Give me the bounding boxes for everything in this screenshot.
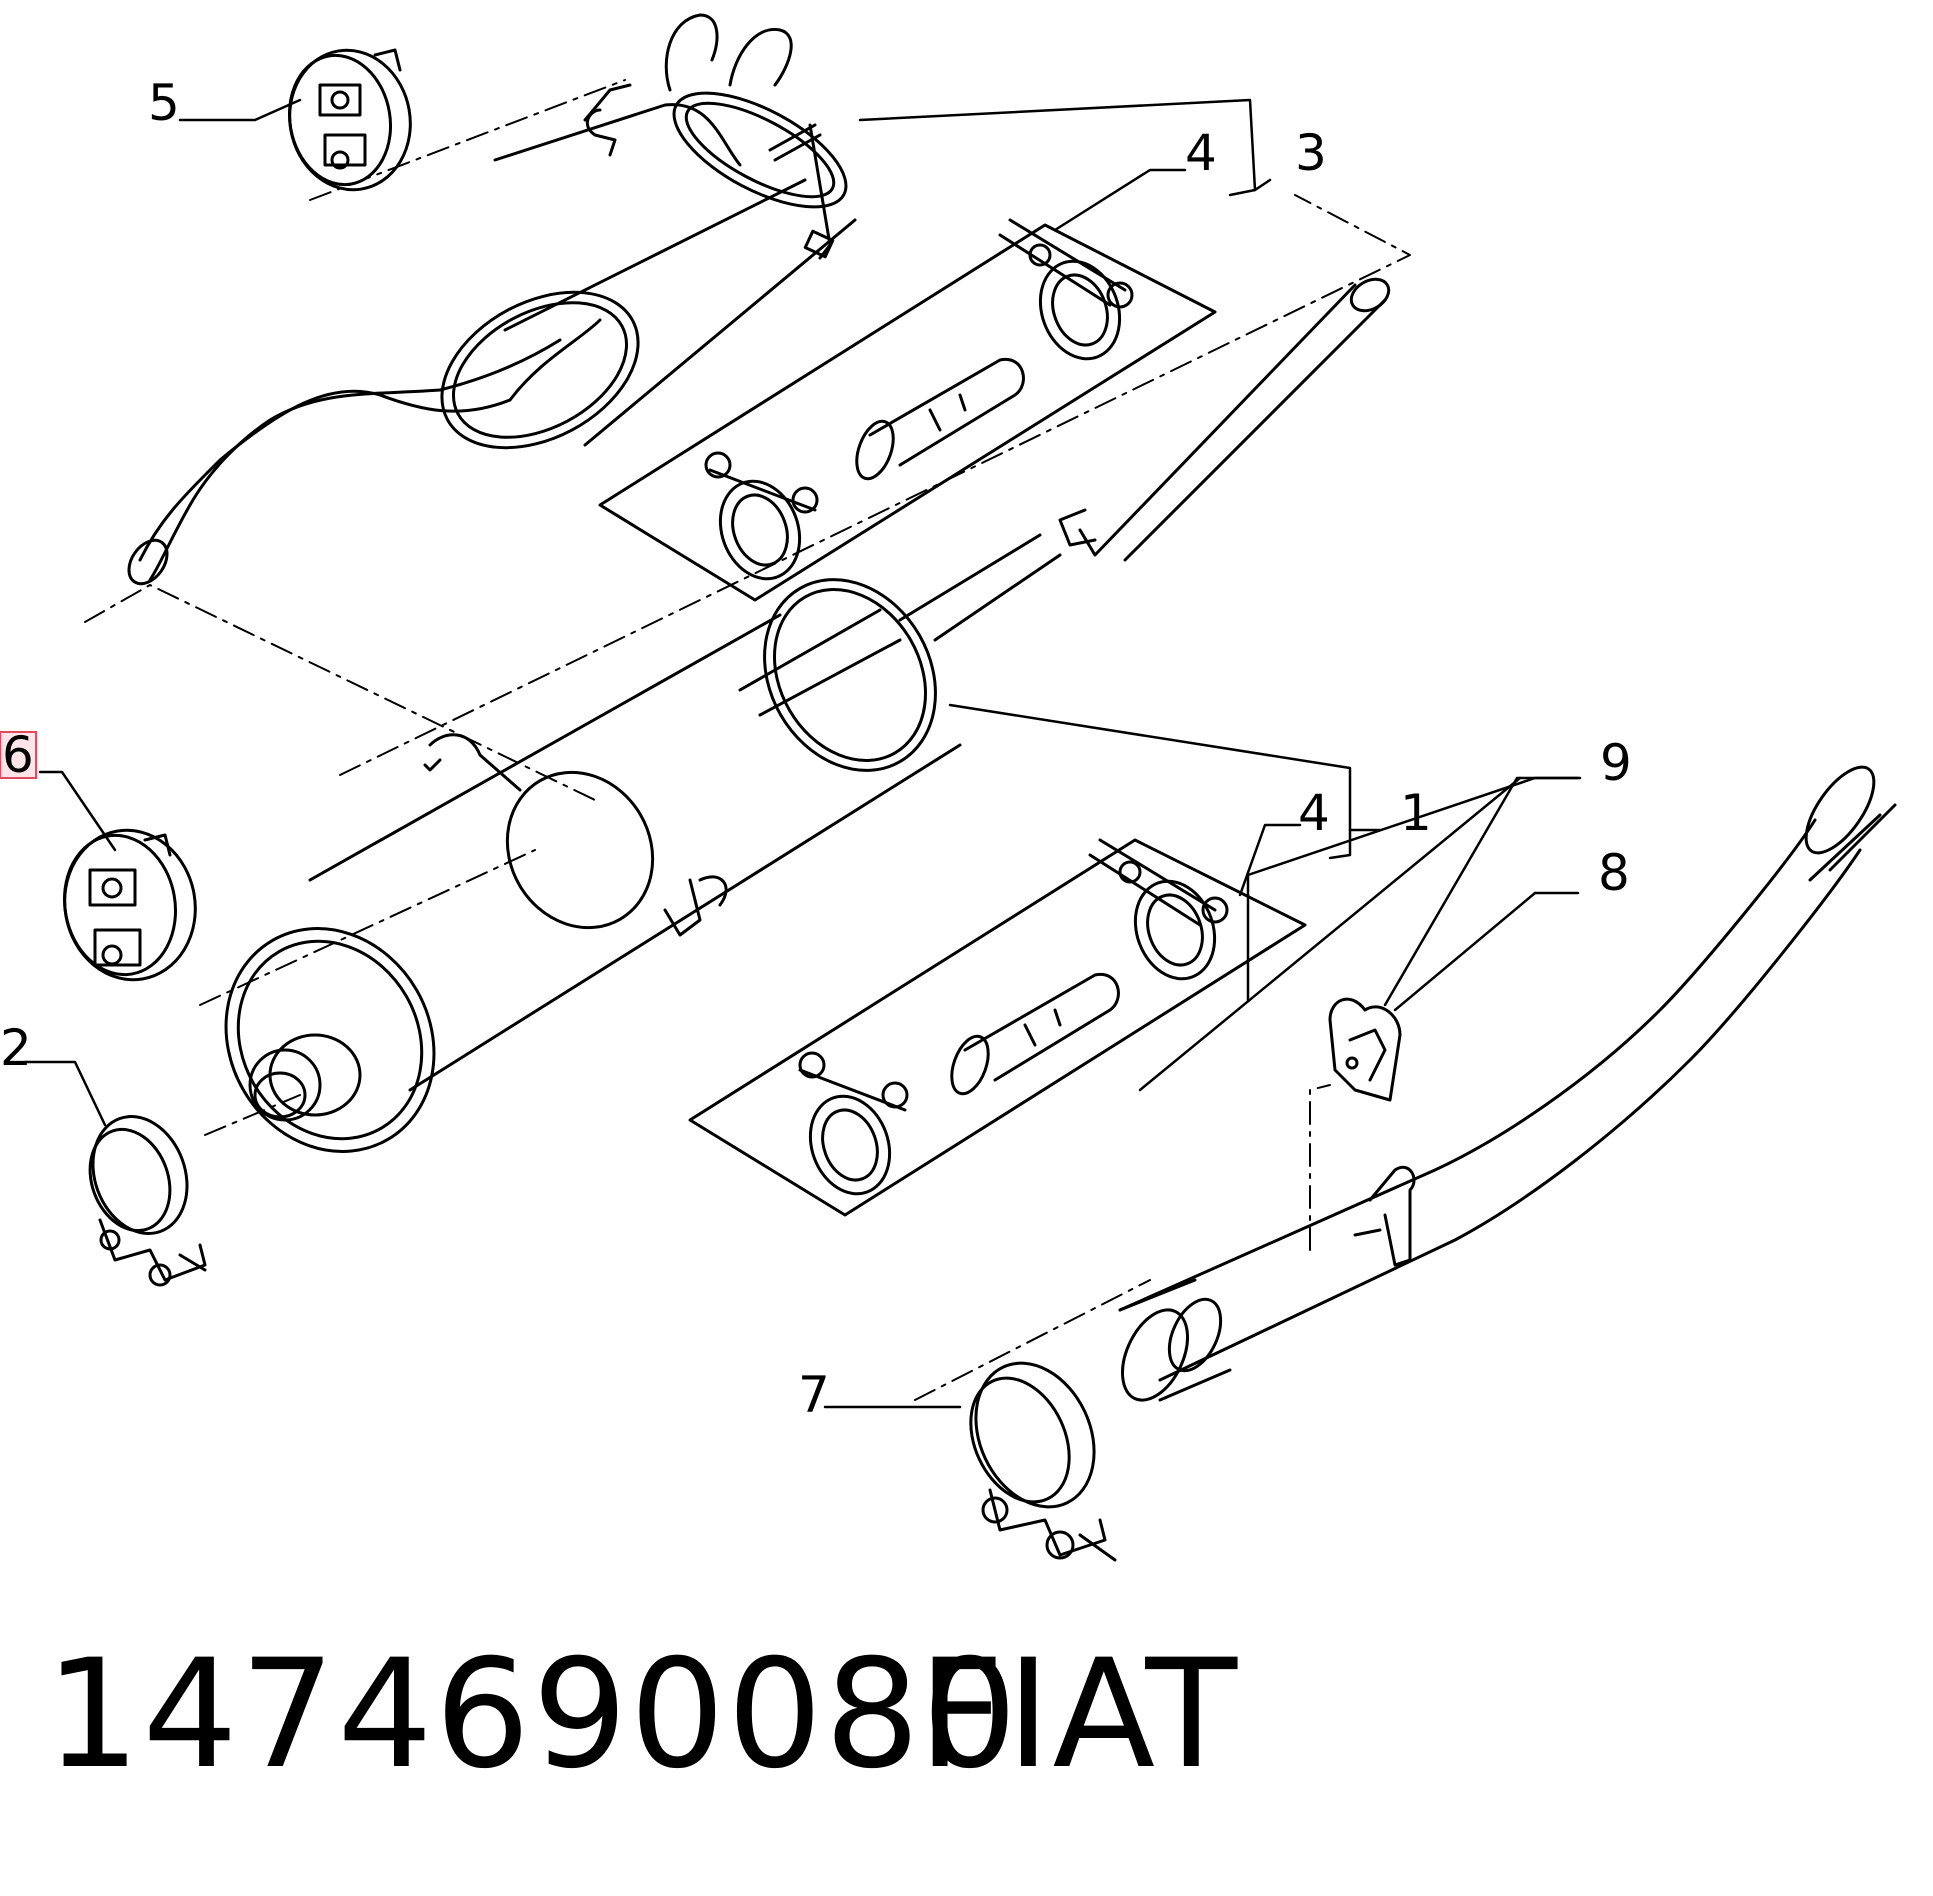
callout-9: 9 [1600,734,1632,792]
callout-5: 5 [148,74,180,132]
rubber-hanger-small [1328,997,1402,1102]
rubber-mount-upper [287,48,412,192]
leader-lines [23,98,1582,1409]
brand-name: FIAT [918,1628,1240,1802]
callout-2: 2 [0,1019,32,1077]
callout-6: 6 [2,726,34,784]
front-pipe [1118,765,1897,1402]
rubber-mount-lower [62,828,197,982]
callout-4-upper: 4 [1185,124,1217,182]
callout-3: 3 [1295,124,1327,182]
callout-4-lower: 4 [1298,784,1330,842]
main-silencer [224,277,1391,1153]
coupling-kit-lower [688,838,1307,1217]
rear-silencer [127,13,857,586]
dashed-guides [84,79,1411,1401]
coupling-kit-upper [598,218,1217,602]
clamp-2 [88,1115,207,1287]
callout-6-highlight [0,731,37,779]
callout-1: 1 [1400,784,1432,842]
callout-8: 8 [1598,844,1630,902]
part-number: 1474690080 [45,1628,1020,1802]
callout-7: 7 [798,1366,830,1424]
clamp-7 [969,1361,1117,1562]
